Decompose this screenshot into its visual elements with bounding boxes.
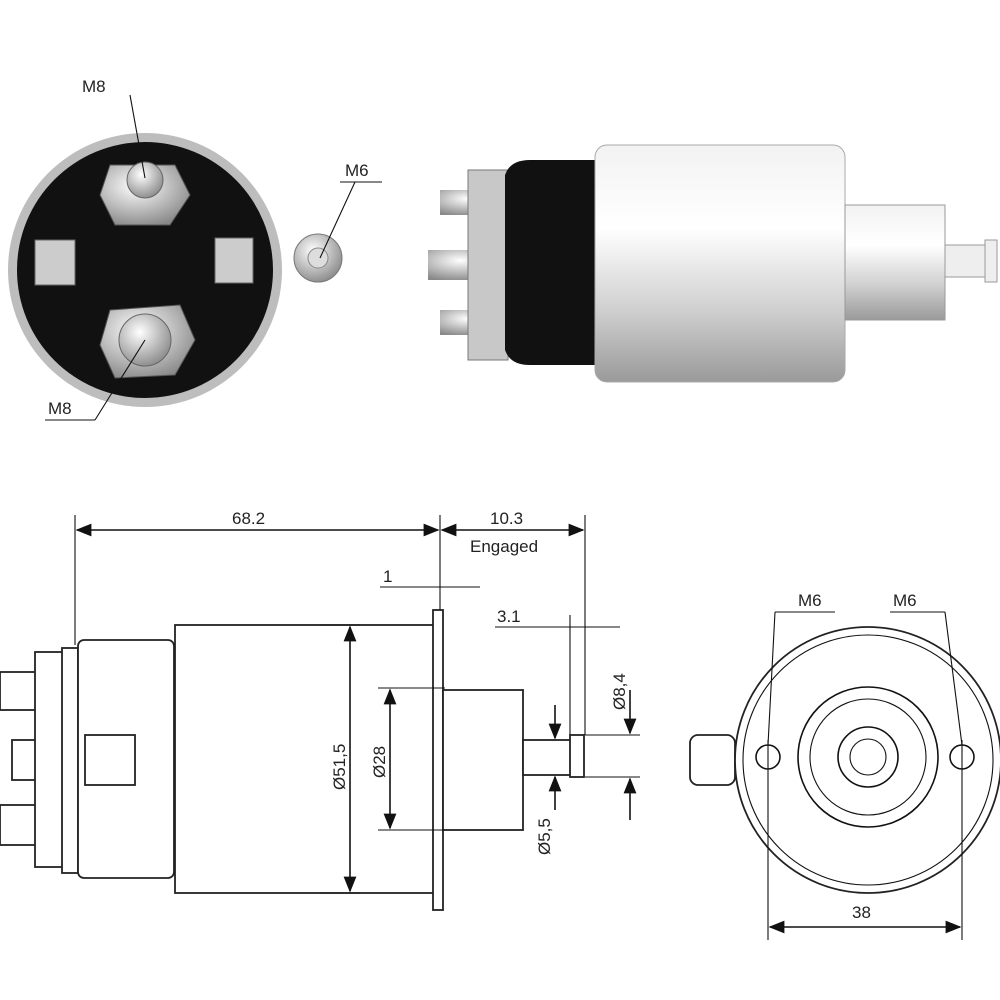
dim-hole-spacing: 38 bbox=[852, 903, 871, 922]
label-hole-right: M6 bbox=[893, 591, 917, 610]
dim-rod-diameter: Ø5,5 bbox=[535, 818, 554, 855]
dim-length: 68.2 bbox=[232, 509, 265, 528]
dim-tip-diameter: Ø8,4 bbox=[610, 673, 629, 710]
label-m6: M6 bbox=[345, 161, 369, 180]
label-m8-bottom: M8 bbox=[48, 399, 72, 418]
side-drawing bbox=[0, 609, 585, 911]
dim-tip: 3.1 bbox=[497, 607, 521, 626]
end-view-photo bbox=[8, 133, 343, 407]
label-m8-top: M8 bbox=[82, 77, 106, 96]
label-hole-left: M6 bbox=[798, 591, 822, 610]
side-view-photo bbox=[428, 144, 998, 383]
dim-flange: 1 bbox=[383, 567, 392, 586]
dim-stroke: 10.3 bbox=[490, 509, 523, 528]
dim-stroke-note: Engaged bbox=[470, 537, 538, 556]
dim-plunger-diameter: Ø28 bbox=[370, 746, 389, 778]
photo-callouts: M8 M6 M8 bbox=[45, 77, 382, 421]
dim-body-diameter: Ø51,5 bbox=[330, 744, 349, 790]
side-dimensions: 68.2 10.3 Engaged 1 3.1 Ø51,5 Ø28 Ø8,4 Ø… bbox=[74, 509, 640, 894]
end-drawing: M6 M6 38 bbox=[689, 591, 1000, 940]
